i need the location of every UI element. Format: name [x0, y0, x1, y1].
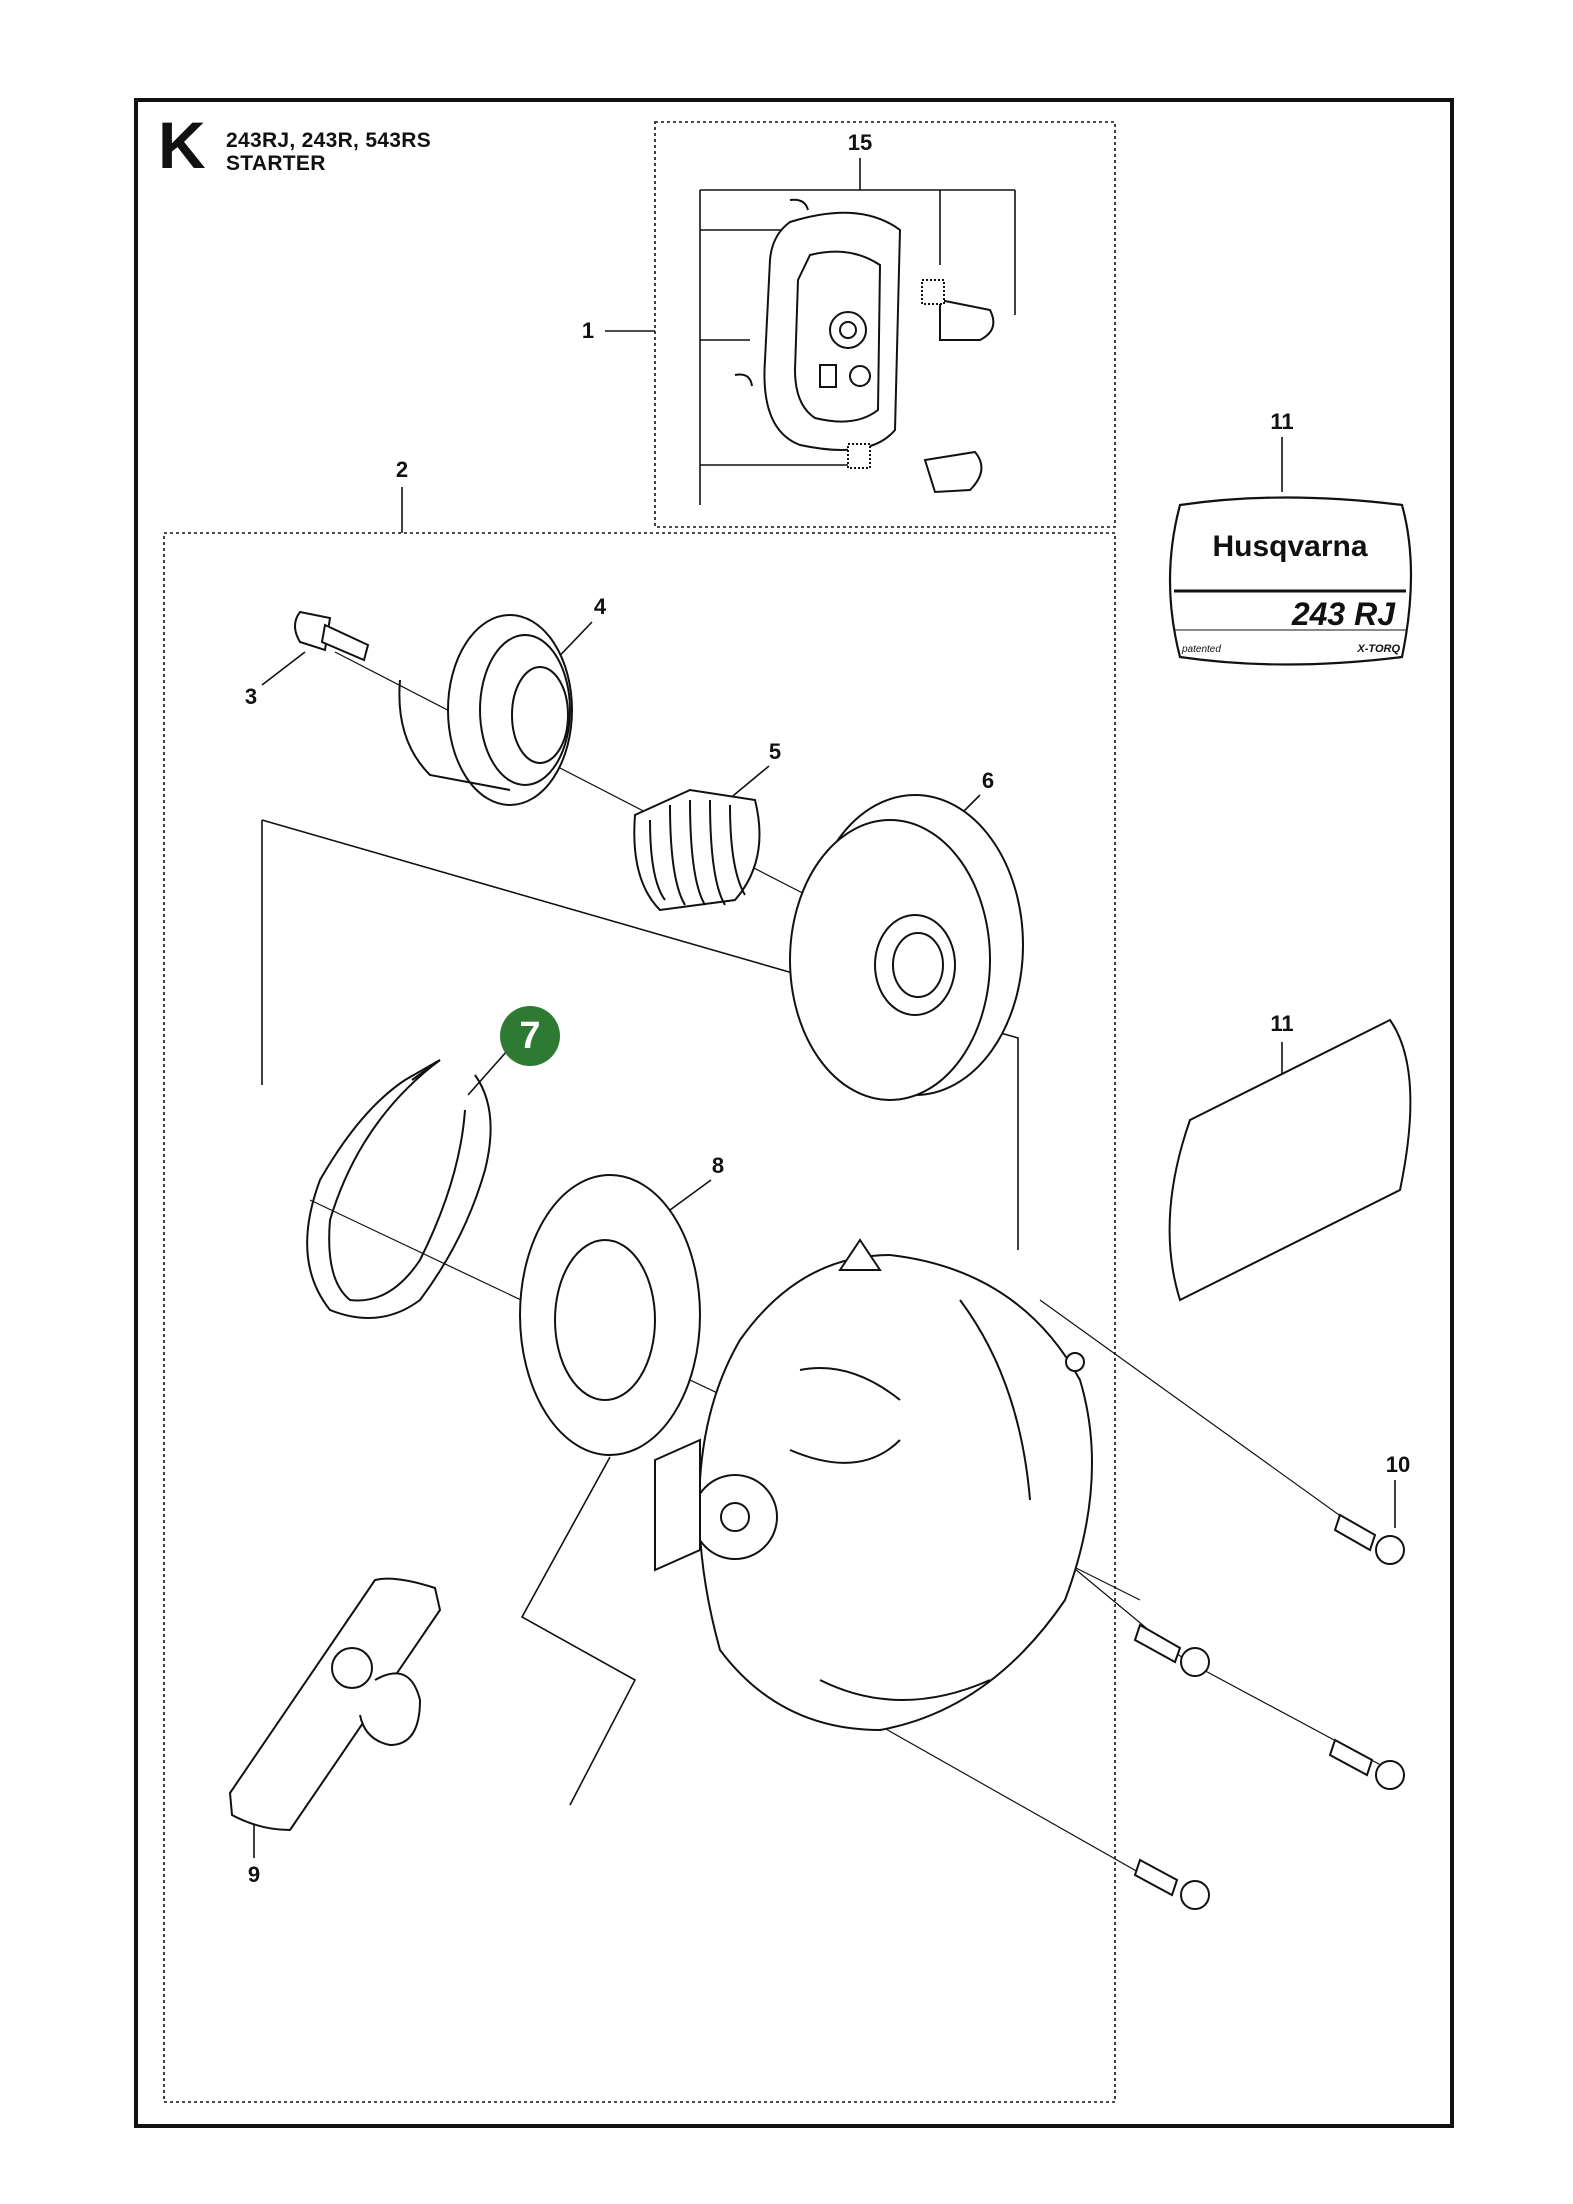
callout-11-top: 11: [1270, 409, 1294, 434]
leader-3: [261, 651, 306, 686]
callout-4: 4: [593, 594, 607, 619]
leader-8: [669, 1179, 712, 1211]
plane-outline-lower: [520, 1456, 637, 1806]
group-box-2: [163, 532, 1116, 2103]
callout-9: 9: [247, 1862, 261, 1887]
decal-tech-text: X-TORQ: [1356, 643, 1400, 655]
decal-model-text: 243 RJ: [1291, 596, 1396, 632]
callout-6: 6: [981, 768, 995, 793]
leader-5: [727, 765, 770, 801]
section-letter: K: [158, 108, 206, 182]
callout-11-bottom: 11: [1270, 1011, 1294, 1036]
diagram-title: STARTER: [226, 152, 326, 175]
model-list: 243RJ, 243R, 543RS: [226, 129, 432, 152]
part-10-screws: [1133, 1513, 1405, 1910]
callout-15: 15: [847, 130, 873, 155]
decal-patent-text: patented: [1181, 644, 1221, 655]
part-2-starter-housing: [654, 1238, 1093, 1732]
part-9-starter-handle: [228, 1577, 442, 1832]
part-11-blank-decal: [1168, 1018, 1412, 1302]
callout-3: 3: [244, 684, 258, 709]
callout-10: 10: [1385, 1452, 1411, 1477]
group-box-15: [654, 121, 1116, 528]
callout-7-highlighted[interactable]: 7: [500, 1006, 560, 1066]
part-7-recoil-spring: [306, 1059, 492, 1319]
page-frame: [134, 98, 1454, 2128]
part-4-bushing: [398, 614, 573, 806]
part-3-screw: [294, 610, 370, 662]
callout-5: 5: [768, 739, 782, 764]
leader-7: [467, 1050, 508, 1096]
part-6-pulley: [789, 794, 1024, 1101]
part-11-decal-logo: [1168, 496, 1413, 666]
decal-brand-text: Husqvarna: [1212, 530, 1367, 563]
part-8-washer: [519, 1174, 701, 1456]
part-1-pawl-carrier: [734, 198, 995, 494]
leader-15: [699, 158, 1016, 505]
callout-8: 8: [711, 1153, 725, 1178]
part-5-coil-spring: [633, 788, 761, 912]
callout-1: 1: [581, 318, 595, 343]
callout-2: 2: [395, 457, 409, 482]
plane-outline-upper: [261, 819, 1019, 1250]
